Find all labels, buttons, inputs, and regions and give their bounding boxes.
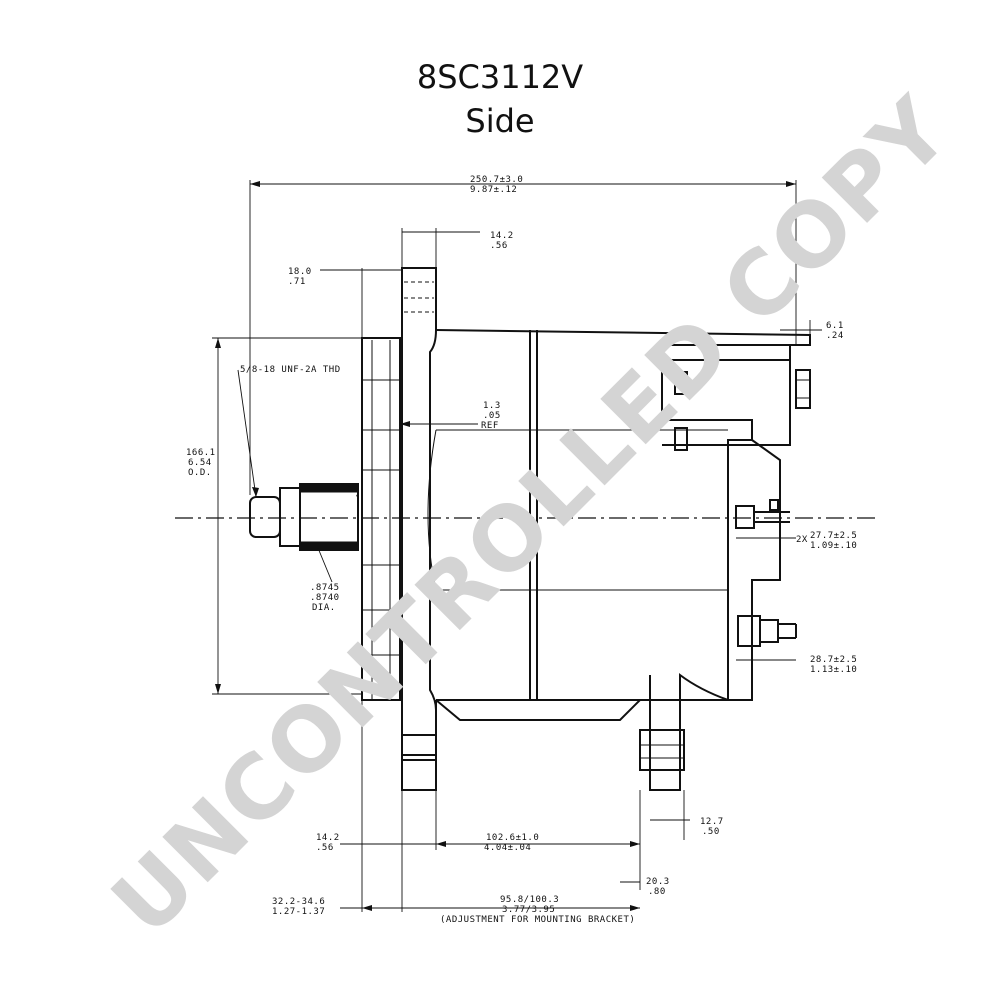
od-mm: 166.1 [186, 448, 216, 458]
thread-spec: 5/8-18 UNF-2A THD [240, 365, 341, 375]
pulley-range-mm: 32.2-34.6 [272, 897, 325, 907]
bracket-span-in: 4.04±.04 [484, 843, 531, 853]
terminal-2x-in: 1.09±.10 [810, 541, 857, 551]
terminal-mm: 28.7±2.5 [810, 655, 857, 665]
rear-nut [795, 369, 811, 409]
od-label: O.D. [188, 468, 212, 478]
pulley-hub [299, 483, 359, 551]
front-mounting-foot [401, 700, 437, 791]
main-housing [435, 329, 811, 701]
bracket-span-mm: 102.6±1.0 [486, 833, 539, 843]
shaft-dia-in: .8740 [310, 593, 340, 603]
rear-offset-in: .24 [826, 331, 844, 341]
dimension-labels: 250.7±3.0 9.87±.12 14.2 .56 18.0 .71 5/8… [186, 175, 857, 925]
part-number-title: 8SC3112V [416, 58, 584, 96]
pulley-range-in: 1.27-1.37 [272, 907, 325, 917]
ref-gap-mm: 1.3 [483, 401, 501, 411]
shaft-dia-mm: .8745 [310, 583, 340, 593]
shaft-nut [249, 496, 281, 538]
hub-offset-in: .71 [288, 277, 306, 287]
fan-disc [361, 337, 401, 701]
terminal-2x-mm: 27.7±2.5 [810, 531, 857, 541]
terminal-stud-lower [737, 615, 761, 647]
bracket-offset-mm: 20.3 [646, 877, 670, 887]
od-in: 6.54 [188, 458, 212, 468]
adjust-range-in: 3.77/3.95 [502, 905, 555, 915]
uncontrolled-copy-watermark: UNCONTROLLED COPY [92, 77, 970, 955]
terminal-2x-prefix: 2X [796, 535, 808, 545]
dimension-lines [212, 180, 822, 912]
flange-top-in: .56 [490, 241, 508, 251]
overall-length-mm: 250.7±3.0 [470, 175, 523, 185]
shaft-dia-label: DIA. [312, 603, 336, 613]
ref-label: REF [481, 421, 499, 431]
overall-length-in: 9.87±.12 [470, 185, 517, 195]
ref-gap-in: .05 [483, 411, 501, 421]
rear-offset-mm: 6.1 [826, 321, 844, 331]
bracket-width-mm: 12.7 [700, 817, 724, 827]
flange-bottom-in: .56 [316, 843, 334, 853]
rear-mounting-foot [649, 673, 729, 791]
flange-top-mm: 14.2 [490, 231, 514, 241]
view-subtitle: Side [465, 102, 535, 140]
terminal-stud-upper [735, 505, 755, 529]
flange-bottom-mm: 14.2 [316, 833, 340, 843]
hub-offset-mm: 18.0 [288, 267, 312, 277]
adjust-note: (ADJUSTMENT FOR MOUNTING BRACKET) [440, 915, 635, 925]
alternator-outline [175, 267, 880, 791]
bracket-width-in: .50 [702, 827, 720, 837]
bracket-offset-in: .80 [648, 887, 666, 897]
adjust-range-mm: 95.8/100.3 [500, 895, 559, 905]
terminal-in: 1.13±.10 [810, 665, 857, 675]
